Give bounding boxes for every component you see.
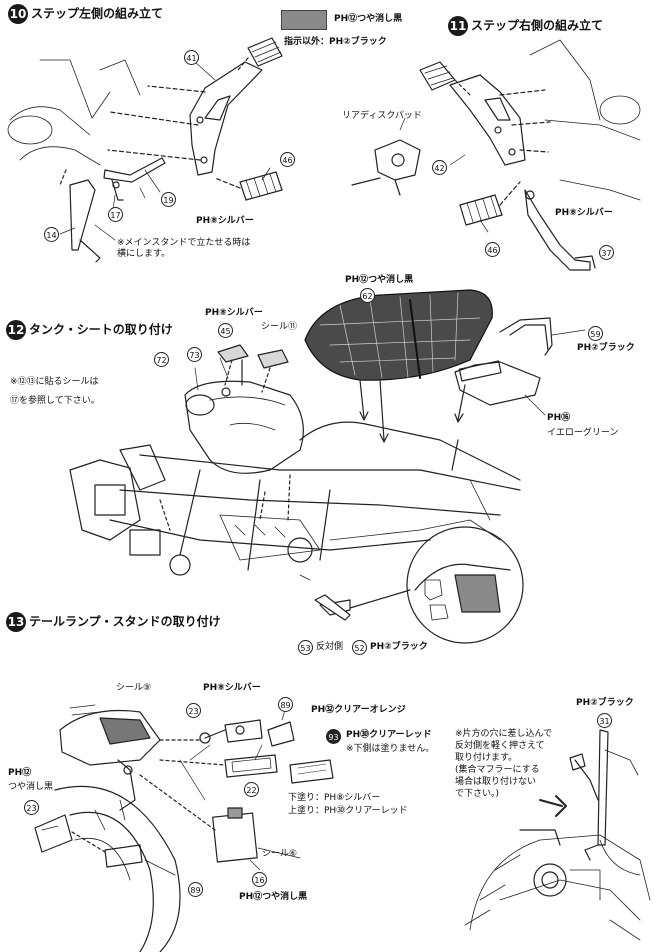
step13-drawing	[34, 704, 651, 952]
part-31: 31	[597, 713, 612, 728]
part-37: 37	[599, 245, 614, 260]
s13-clear-red: PH㉚クリアーレッド	[346, 730, 432, 740]
s13-seal6-label: シール⑥	[262, 849, 298, 859]
part-23: 23	[24, 800, 39, 815]
part-53: 53	[298, 640, 313, 655]
matte-black-swatch	[281, 10, 327, 30]
s13-seal9-label: シール⑨	[116, 683, 152, 693]
part-93: 93	[326, 729, 341, 744]
s12-opposite-black: PH②ブラック	[370, 642, 428, 652]
step-number: 12	[6, 320, 26, 340]
s11-silver-label: PH⑧シルバー	[555, 208, 613, 218]
part-23: 23	[186, 703, 201, 718]
s10-stand-note: ※メインスタンドで立たせる時は 横にします。	[117, 238, 251, 259]
part-46: 46	[485, 242, 500, 257]
legend-default-black: 指示以外：PH②ブラック	[284, 37, 387, 47]
s12-sticker-note-2: ⑰を参照して下さい。	[10, 396, 100, 406]
s12-sticker-note-1: ※⑫⑬に貼るシールは	[10, 377, 99, 387]
part-89: 89	[188, 882, 203, 897]
step12-drawing	[69, 289, 586, 644]
step-title: ステップ左側の組み立て	[31, 6, 164, 21]
s12-seat-paint: PH⑫つや消し黒	[345, 275, 414, 285]
part-41: 41	[184, 50, 199, 65]
s12-opposite-side: 反対側	[316, 642, 344, 652]
s13-stand-note: ※片方の穴に差し込んで 反対側を軽く押さえて 取り付けます。 (集合マフラーにす…	[455, 729, 553, 799]
s12-black-label: PH②ブラック	[577, 343, 635, 353]
part-19: 19	[161, 192, 176, 207]
step-number: 11	[448, 16, 468, 36]
part-42: 42	[432, 160, 447, 175]
s11-caliper-label: リアディスクパッド	[342, 111, 422, 121]
legend-matte-black: PH⑫つや消し黒	[334, 14, 403, 24]
part-89: 89	[278, 697, 293, 712]
step10-drawing	[7, 37, 283, 263]
s13-clear-orange: PH㉜クリアーオレンジ	[311, 705, 406, 715]
part-62: 62	[360, 288, 375, 303]
s12-seal-label: シール⑪	[261, 322, 298, 332]
step-title: ステップ右側の組み立て	[471, 18, 604, 33]
part-17: 17	[108, 207, 123, 222]
s13-topcoat: 上塗り：PH㉚クリアーレッド	[288, 806, 408, 816]
s10-silver-label: PH⑧シルバー	[196, 216, 254, 226]
part-52: 52	[352, 640, 367, 655]
step-title: テールランプ・スタンドの取り付け	[29, 614, 221, 629]
s13-undercoat: 下塗り：PH⑧シルバー	[288, 793, 381, 803]
part-22: 22	[244, 782, 259, 797]
s13-matte-code: PH⑫	[8, 768, 32, 778]
s13-bottom-matte: PH⑫つや消し黒	[239, 892, 308, 902]
step-title: タンク・シートの取り付け	[29, 322, 173, 337]
part-73: 73	[187, 347, 202, 362]
s12-yellowgreen-code: PH⑯	[547, 413, 571, 423]
step-number: 13	[6, 612, 26, 632]
s12-yellowgreen-label: イエローグリーン	[547, 428, 619, 438]
part-45: 45	[218, 323, 233, 338]
s13-below-note: ※下側は塗りません。	[346, 744, 435, 754]
part-72: 72	[154, 352, 169, 367]
s13-stand-black: PH②ブラック	[576, 698, 634, 708]
step11-drawing	[351, 39, 641, 271]
part-59: 59	[588, 326, 603, 341]
s12-silver-label: PH⑧シルバー	[205, 308, 263, 318]
part-46: 46	[280, 152, 295, 167]
s13-silver-label: PH⑧シルバー	[203, 683, 261, 693]
s13-matte-label: つや消し黒	[8, 782, 54, 792]
part-14: 14	[44, 227, 59, 242]
part-16: 16	[252, 872, 267, 887]
step-number: 10	[8, 4, 28, 24]
